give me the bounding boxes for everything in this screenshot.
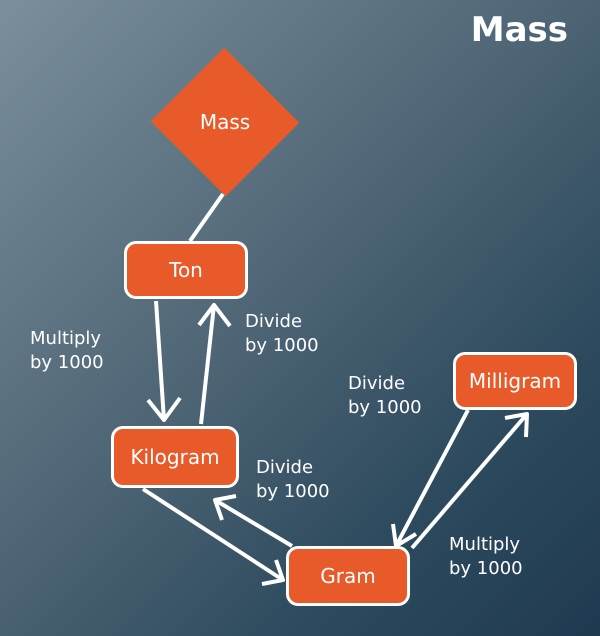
diamond-label: Mass [199,110,251,134]
mass-diamond: Mass [150,47,300,197]
root-connector [188,192,225,243]
label-line1: Multiply [449,534,521,555]
label-line1: Divide [245,311,303,332]
arrow-kilogram-to-gram [141,487,285,586]
arrow-gram-to-milligram [410,412,529,550]
node-gram: Gram [286,546,410,606]
label-line2: by 1000 [449,558,523,579]
label-gram-to-milligram: Multiply by 1000 [449,533,523,581]
label-line2: by 1000 [348,397,422,418]
label-ton-to-kilogram: Multiply by 1000 [30,327,104,375]
arrow-kilogram-to-ton [197,303,232,425]
label-line1: Divide [348,373,406,394]
label-line2: by 1000 [245,335,319,356]
label-line1: Divide [256,457,314,478]
node-ton: Ton [124,241,248,299]
arrow-gram-to-kilogram [213,494,294,548]
label-gram-to-kilogram: Divide by 1000 [256,456,330,504]
node-milligram: Milligram [453,352,577,410]
arrow-ton-to-kilogram [146,300,182,422]
label-kilogram-to-ton: Divide by 1000 [245,310,319,358]
label-line1: Multiply [30,328,102,349]
label-line2: by 1000 [30,352,104,373]
label-milligram-to-gram: Divide by 1000 [348,372,422,420]
label-line2: by 1000 [256,481,330,502]
page-title: Mass [470,10,568,50]
node-kilogram: Kilogram [111,426,239,488]
